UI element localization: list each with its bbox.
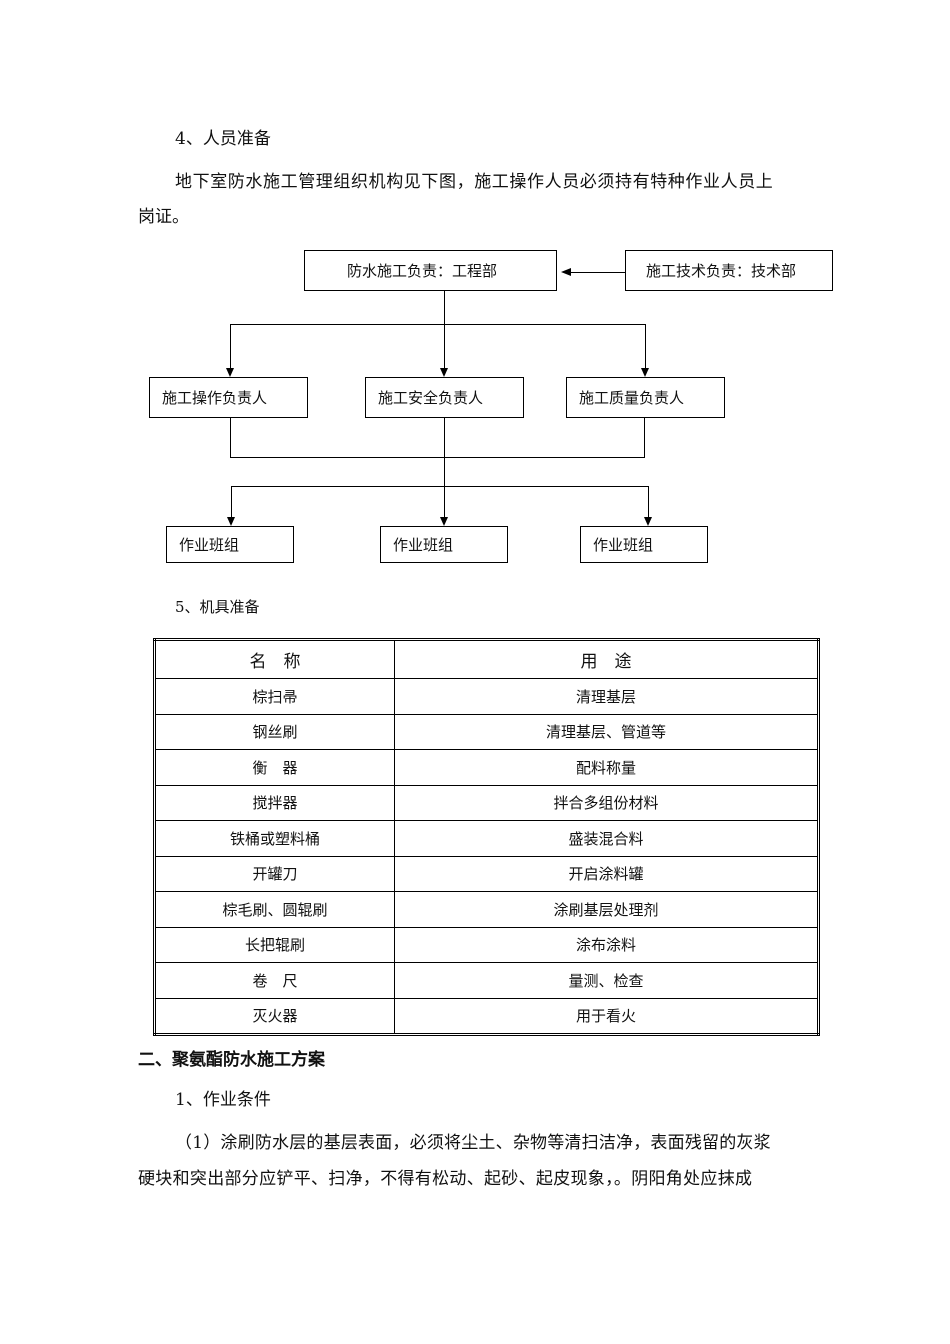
table-cell: 盛装混合料	[394, 820, 819, 857]
arrow-down-icon	[644, 517, 652, 526]
connector-merge	[230, 457, 645, 459]
part-2-heading: 二、聚氨酯防水施工方案	[138, 1050, 325, 1070]
table-header-name: 名 称	[154, 639, 395, 679]
part-2-paragraph-line-2: 硬块和突出部分应铲平、扫净，不得有松动、起砂、起皮现象，。阴阳角处应抹成	[138, 1169, 753, 1189]
table-row: 棕毛刷、圆辊刷涂刷基层处理剂	[154, 891, 819, 928]
table-row: 铁桶或塑料桶盛装混合料	[154, 820, 819, 857]
table-cell: 灭火器	[154, 997, 395, 1035]
arrow-down-icon	[226, 368, 234, 377]
table-row: 灭火器用于看火	[154, 997, 819, 1035]
arrow-down-icon	[440, 368, 448, 377]
table-row: 钢丝刷清理基层、管道等	[154, 713, 819, 750]
org-box-team-3: 作业班组	[580, 526, 708, 563]
connector-branch-2	[231, 486, 649, 488]
table-cell: 开启涂料罐	[394, 855, 819, 892]
table-cell: 棕扫帚	[154, 678, 395, 715]
table-cell: 铁桶或塑料桶	[154, 820, 395, 857]
table-cell: 棕毛刷、圆辊刷	[154, 891, 395, 928]
connector-branch-1-right	[645, 324, 647, 369]
table-cell: 搅拌器	[154, 784, 395, 821]
connector-branch-2-center	[444, 486, 446, 518]
table-cell: 量测、检查	[394, 962, 819, 999]
connector-top-down	[444, 291, 446, 325]
org-box-team-2: 作业班组	[380, 526, 508, 563]
table-row: 棕扫帚清理基层	[154, 678, 819, 715]
table-cell: 卷 尺	[154, 962, 395, 999]
arrow-down-icon	[227, 517, 235, 526]
table-cell: 用于看火	[394, 997, 819, 1035]
arrow-down-icon	[641, 368, 649, 377]
table-cell: 涂刷基层处理剂	[394, 891, 819, 928]
table-cell: 拌合多组份材料	[394, 784, 819, 821]
org-box-team-1: 作业班组	[166, 526, 294, 563]
section-4-paragraph-line-1: 地下室防水施工管理组织机构见下图，施工操作人员必须持有特种作业人员上	[175, 172, 774, 192]
part-2-subtitle: 1、作业条件	[175, 1090, 271, 1110]
table-cell: 清理基层、管道等	[394, 713, 819, 750]
org-box-tech: 施工技术负责：技术部	[625, 250, 833, 291]
table-row: 搅拌器拌合多组份材料	[154, 784, 819, 821]
section-4-paragraph-line-2: 岗证。	[138, 207, 189, 227]
tools-table: 名 称 用 途 棕扫帚清理基层 钢丝刷清理基层、管道等 衡 器配料称量 搅拌器拌…	[153, 638, 820, 1036]
part-2-paragraph-line-1: （1）涂刷防水层的基层表面，必须将尘土、杂物等清扫洁净，表面残留的灰浆	[175, 1133, 771, 1153]
table-row: 衡 器配料称量	[154, 749, 819, 786]
arrow-left-icon	[561, 268, 571, 276]
connector-tech-top	[570, 272, 625, 274]
org-box-quality: 施工质量负责人	[566, 377, 725, 418]
connector-merge-center	[444, 418, 446, 487]
table-row: 开罐刀开启涂料罐	[154, 855, 819, 892]
table-cell: 钢丝刷	[154, 713, 395, 750]
section-5-title: 5、机具准备	[175, 598, 260, 616]
table-cell: 配料称量	[394, 749, 819, 786]
connector-branch-1-left	[230, 324, 232, 369]
table-row: 长把辊刷涂布涂料	[154, 926, 819, 963]
table-cell: 长把辊刷	[154, 926, 395, 963]
table-header-row: 名 称 用 途	[154, 639, 819, 679]
arrow-down-icon	[440, 517, 448, 526]
org-box-safety: 施工安全负责人	[365, 377, 524, 418]
connector-branch-2-right	[648, 486, 650, 518]
table-row: 卷 尺量测、检查	[154, 962, 819, 999]
connector-merge-right	[644, 418, 646, 458]
table-cell: 清理基层	[394, 678, 819, 715]
table-cell: 衡 器	[154, 749, 395, 786]
org-box-operation: 施工操作负责人	[149, 377, 308, 418]
connector-merge-left	[230, 418, 232, 458]
table-cell: 开罐刀	[154, 855, 395, 892]
section-4-title: 4、人员准备	[175, 129, 271, 149]
table-cell: 涂布涂料	[394, 926, 819, 963]
connector-branch-1-center	[444, 324, 446, 369]
connector-branch-1	[230, 324, 646, 326]
org-box-top: 防水施工负责：工程部	[304, 250, 557, 291]
table-header-use: 用 途	[394, 639, 819, 679]
connector-branch-2-left	[231, 486, 233, 518]
